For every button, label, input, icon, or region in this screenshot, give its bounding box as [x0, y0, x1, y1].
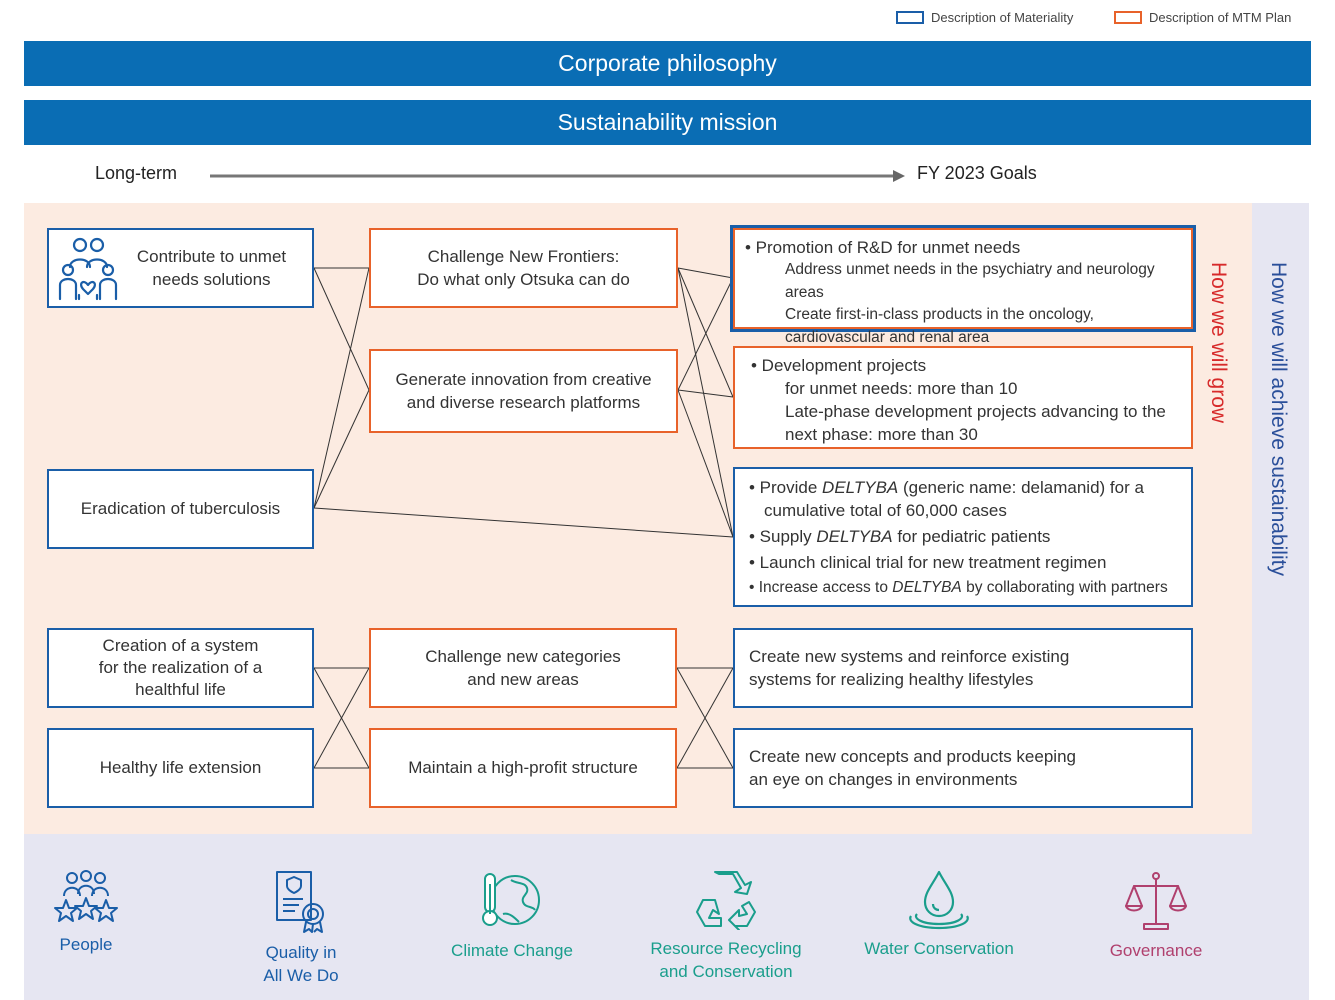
goal-dev-line1: for unmet needs: more than 10 [785, 379, 1018, 399]
theme-water-label: Water Conservation [864, 939, 1014, 958]
mtm-new-categories-box: Challenge new categories and new areas [369, 628, 677, 708]
goal-tb-b4-post: by collaborating with partners [961, 578, 1168, 596]
people-stars-icon [54, 870, 118, 922]
goal-tb-b4-pre: • Increase access to [749, 578, 893, 596]
theme-governance: Governance [1071, 870, 1241, 963]
legend-materiality-swatch [896, 11, 924, 24]
goal-dev-line3: next phase: more than 30 [785, 425, 978, 445]
goal-systems-line1: Create new systems and reinforce existin… [749, 646, 1070, 666]
mtm-high-profit-text: Maintain a high-profit structure [408, 758, 638, 778]
goal-tb-b1-pre: • Provide [749, 478, 823, 497]
goal-concepts-line2: an eye on changes in environments [749, 770, 1018, 789]
goal-concepts-line1: Create new concepts and products keeping [749, 746, 1076, 766]
materiality-system-line2: for the realization of a [98, 657, 263, 677]
legend-mtm: Description of MTM Plan [1114, 10, 1291, 25]
goal-healthy-systems-box: Create new systems and reinforce existin… [733, 628, 1193, 708]
goal-rd-promotion-box: • Promotion of R&D for unmet needs Addre… [733, 228, 1193, 346]
materiality-system-line3: healthful life [135, 680, 226, 700]
goal-new-concepts-box: Create new concepts and products keeping… [733, 728, 1193, 808]
water-drop-icon [909, 870, 969, 930]
goal-tb-b2-drug: DELTYBA [816, 526, 893, 546]
materiality-unmet-needs-box: Contribute to unmet needs solutions [47, 228, 314, 308]
materiality-unmet-needs-text: Contribute to unmet needs solutions [136, 246, 287, 289]
goal-rd-line3: cardiovascular and renal area [785, 328, 990, 346]
theme-quality: Quality in All We Do [216, 870, 386, 988]
theme-recycling-line2: and Conservation [659, 961, 793, 981]
legend-mtm-label: Description of MTM Plan [1149, 10, 1292, 25]
scales-icon [1125, 872, 1187, 930]
thermometer-globe-icon [482, 873, 540, 926]
materiality-healthful-system-box: Creation of a system for the realization… [47, 628, 314, 708]
how-we-will-grow-label: How we will grow [1207, 262, 1230, 424]
sustainability-mission-text: Sustainability mission [557, 109, 778, 135]
theme-people: People [1, 870, 171, 957]
goal-tb-b2-pre: • Supply [749, 526, 817, 546]
theme-water-conservation: Water Conservation [854, 870, 1024, 961]
mtm-innovation-box: Generate innovation from creative and di… [369, 349, 678, 433]
materiality-system-line1: Creation of a system [102, 635, 259, 655]
goal-rd-bullet: • Promotion of R&D for unmet needs [745, 238, 1021, 257]
how-we-will-achieve-sustainability-label: How we will achieve sustainability [1267, 262, 1290, 576]
theme-quality-line2: All We Do [263, 965, 339, 985]
goal-tb-b4-drug: DELTYBA [892, 578, 962, 596]
timeline-arrow [210, 170, 905, 182]
recycle-icon [696, 871, 756, 930]
goal-tuberculosis-box: • Provide DELTYBA (generic name: delaman… [733, 467, 1193, 607]
goal-tb-b1-post: (generic name: delamanid) for a [898, 478, 1144, 497]
mtm-new-frontiers-box: Challenge New Frontiers: Do what only Ot… [369, 228, 678, 308]
goal-tb-b1-drug: DELTYBA [822, 478, 899, 497]
theme-quality-line1: Quality in [265, 943, 337, 962]
materiality-tuberculosis-text: Eradication of tuberculosis [80, 499, 281, 519]
mtm-innovation-line1: Generate innovation from creative [395, 369, 652, 389]
goal-rd-outer-frame [730, 225, 1196, 332]
mtm-categories-line2: and new areas [467, 670, 579, 689]
materiality-healthy-life-box: Healthy life extension [47, 728, 314, 808]
goal-tb-b2-post: for pediatric patients [892, 526, 1051, 546]
goal-tb-b1-cont: cumulative total of 60,000 cases [764, 500, 1007, 520]
legend-materiality-label: Description of Materiality [931, 10, 1074, 25]
theme-climate-change: Climate Change [427, 870, 597, 963]
goal-dev-bullet: • Development projects [751, 356, 927, 375]
legend-materiality: Description of Materiality [896, 10, 1073, 25]
corporate-philosophy-banner: Corporate philosophy [24, 41, 1311, 86]
theme-climate-label: Climate Change [451, 941, 573, 960]
mtm-innovation-line2: and diverse research platforms [406, 393, 641, 412]
mtm-frontiers-line1: Challenge New Frontiers: [427, 246, 620, 266]
materiality-healthy-life-text: Healthy life extension [99, 758, 262, 778]
quality-certificate-icon [276, 871, 324, 933]
sustainability-mission-banner: Sustainability mission [24, 100, 1311, 145]
goal-systems-line2: systems for realizing healthy lifestyles [749, 670, 1034, 689]
corporate-philosophy-text: Corporate philosophy [558, 50, 777, 76]
theme-recycling-line1: Resource Recycling [650, 939, 802, 958]
legend-mtm-swatch [1114, 11, 1142, 24]
materiality-tuberculosis-box: Eradication of tuberculosis [47, 469, 314, 549]
goal-development-projects-box: • Development projects for unmet needs: … [733, 346, 1193, 449]
goal-dev-line2: Late-phase development projects advancin… [785, 402, 1166, 422]
goal-rd-line1: Address unmet needs in the psychiatry an… [785, 261, 1155, 301]
timeline-start-label: Long-term [95, 163, 178, 183]
sustainability-themes-panel [24, 834, 1309, 1000]
mtm-categories-line1: Challenge new categories [425, 646, 621, 666]
theme-governance-label: Governance [1109, 941, 1203, 960]
mtm-high-profit-box: Maintain a high-profit structure [369, 728, 677, 808]
goal-rd-line2: Create first-in-class products in the on… [785, 306, 1094, 324]
goal-tb-b3: • Launch clinical trial for new treatmen… [749, 552, 1107, 572]
theme-resource-recycling: Resource Recycling and Conservation [641, 870, 811, 984]
theme-people-label: People [59, 935, 113, 954]
mtm-frontiers-line2: Do what only Otsuka can do [417, 270, 630, 289]
timeline-end-label: FY 2023 Goals [917, 163, 1037, 183]
sustainability-side-panel [1252, 203, 1309, 834]
family-icon [58, 237, 118, 301]
